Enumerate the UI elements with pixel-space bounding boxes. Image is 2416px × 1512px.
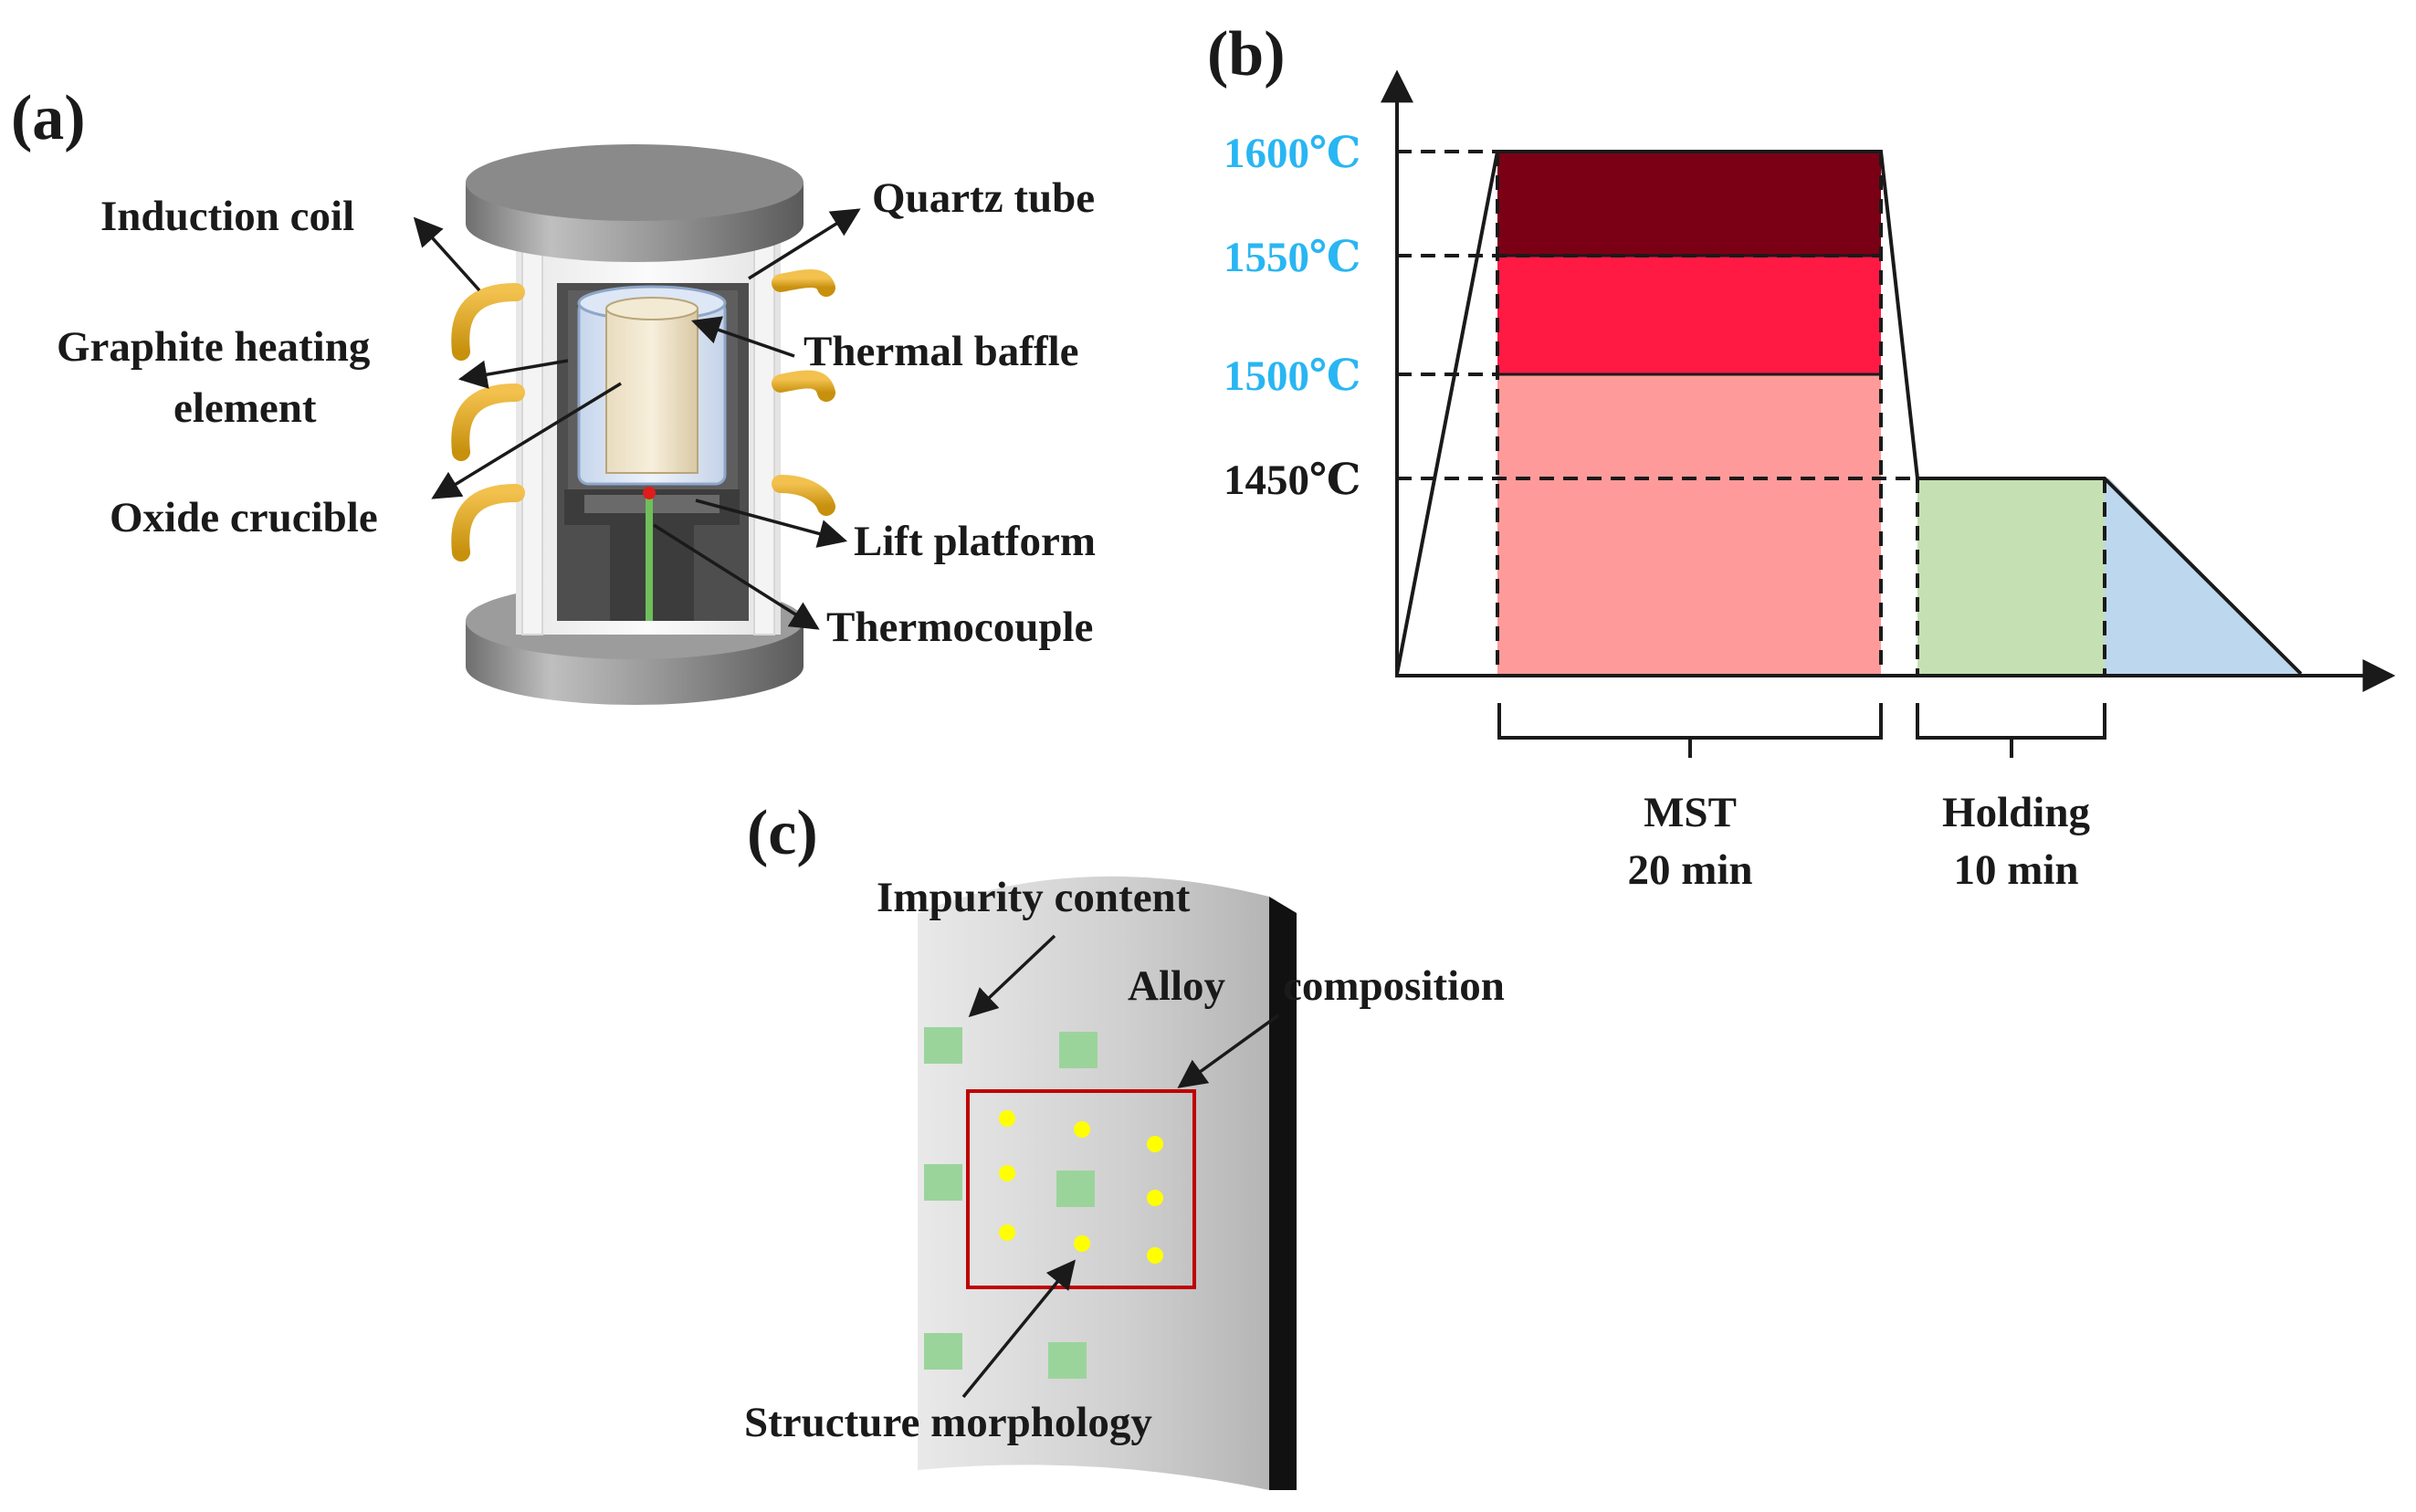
impurity-patch	[924, 1027, 962, 1064]
area-mst-1500-band	[1497, 374, 1881, 674]
coil-right-1	[772, 269, 835, 297]
label-oxide-crucible: Oxide crucible	[110, 494, 378, 541]
area-mst-1550-band	[1497, 256, 1881, 374]
leader-composition	[1177, 1013, 1280, 1088]
panel-a-label: (a)	[11, 83, 86, 153]
composition-point	[1147, 1136, 1163, 1152]
impurity-patch	[1056, 1171, 1095, 1207]
stage-mst-time: 20 min	[1627, 846, 1752, 894]
temperature-profile: 1600℃ 1550℃ 1500℃ 1450℃ MST 20 min Holdi…	[1224, 69, 2396, 894]
leader-oxide-crucible	[431, 382, 622, 499]
impurity-patches	[924, 1027, 1098, 1379]
stage-holding-time: 10 min	[1953, 846, 2078, 894]
leader-structure	[961, 1259, 1076, 1399]
label-composition: composition	[1283, 962, 1505, 1010]
label-quartz-tube: Quartz tube	[872, 174, 1095, 222]
sample-edge	[1269, 897, 1297, 1490]
thermocouple-tip	[643, 487, 656, 499]
label-thermocouple: Thermocouple	[826, 604, 1093, 651]
composition-point	[999, 1224, 1015, 1241]
impurity-patch	[924, 1333, 962, 1370]
composition-point	[1074, 1235, 1090, 1252]
coil-right-2	[772, 370, 835, 402]
coil-left-3	[451, 484, 525, 562]
temp-label-1550: 1550℃	[1224, 234, 1360, 281]
leader-induction-coil	[413, 216, 481, 292]
furnace-illustration	[451, 144, 835, 705]
dashed-guides	[1397, 150, 2106, 674]
impurity-patch	[1048, 1342, 1087, 1379]
brace-mst	[1497, 703, 1883, 758]
composition-points	[999, 1110, 1163, 1264]
label-induction-coil: Induction coil	[100, 193, 354, 240]
label-graphite-heating: Graphite heating	[57, 323, 371, 371]
composition-point	[1147, 1247, 1163, 1264]
coil-right-3	[772, 475, 835, 516]
panel-c-label: (c)	[747, 798, 818, 868]
temp-label-1450: 1450℃	[1224, 457, 1360, 504]
oxide-crucible	[605, 308, 699, 474]
impurity-patch	[1059, 1032, 1098, 1068]
coil-left-2	[451, 383, 525, 461]
leader-quartz-tube	[748, 208, 861, 280]
thermocouple-rod	[646, 493, 653, 621]
stage-holding-name: Holding	[1942, 789, 2090, 836]
temp-label-1600: 1600℃	[1224, 130, 1360, 177]
brace-holding	[1916, 703, 2106, 758]
label-graphite-element: element	[173, 384, 317, 432]
temp-label-1500: 1500℃	[1224, 352, 1360, 400]
leader-impurity	[968, 934, 1056, 1018]
label-lift-platform: Lift platform	[854, 518, 1096, 565]
impurity-patch	[924, 1164, 962, 1201]
quartz-tube-wall-right	[753, 223, 775, 635]
label-structure-morphology: Structure morphology	[744, 1399, 1152, 1446]
coil-left-1	[451, 283, 525, 361]
composition-point	[999, 1110, 1015, 1127]
composition-frame	[966, 1089, 1196, 1289]
sample-illustration	[918, 876, 1297, 1490]
composition-point	[1147, 1190, 1163, 1206]
composition-point	[999, 1165, 1015, 1181]
area-mst-1600-band	[1497, 152, 1881, 256]
temperature-curve	[1395, 150, 2303, 676]
area-holding	[1917, 478, 2105, 674]
label-impurity-content: Impurity content	[877, 874, 1191, 921]
furnace-cap-top	[466, 144, 804, 221]
induction-coil	[451, 269, 835, 562]
panel-b-label: (b)	[1207, 19, 1286, 89]
sample-leaders	[961, 934, 1280, 1399]
leader-lift-platform	[695, 499, 848, 548]
composition-point	[1074, 1121, 1090, 1138]
furnace-leaders	[413, 208, 861, 630]
leader-graphite	[457, 359, 569, 389]
quartz-tube-wall-left	[521, 223, 543, 635]
oxide-crucible-rim	[605, 297, 699, 320]
stage-mst-name: MST	[1644, 789, 1737, 836]
label-alloy: Alloy	[1128, 962, 1226, 1010]
leader-thermal-baffle	[691, 316, 795, 358]
label-thermal-baffle: Thermal baffle	[804, 328, 1079, 375]
leader-thermocouple	[653, 523, 820, 630]
